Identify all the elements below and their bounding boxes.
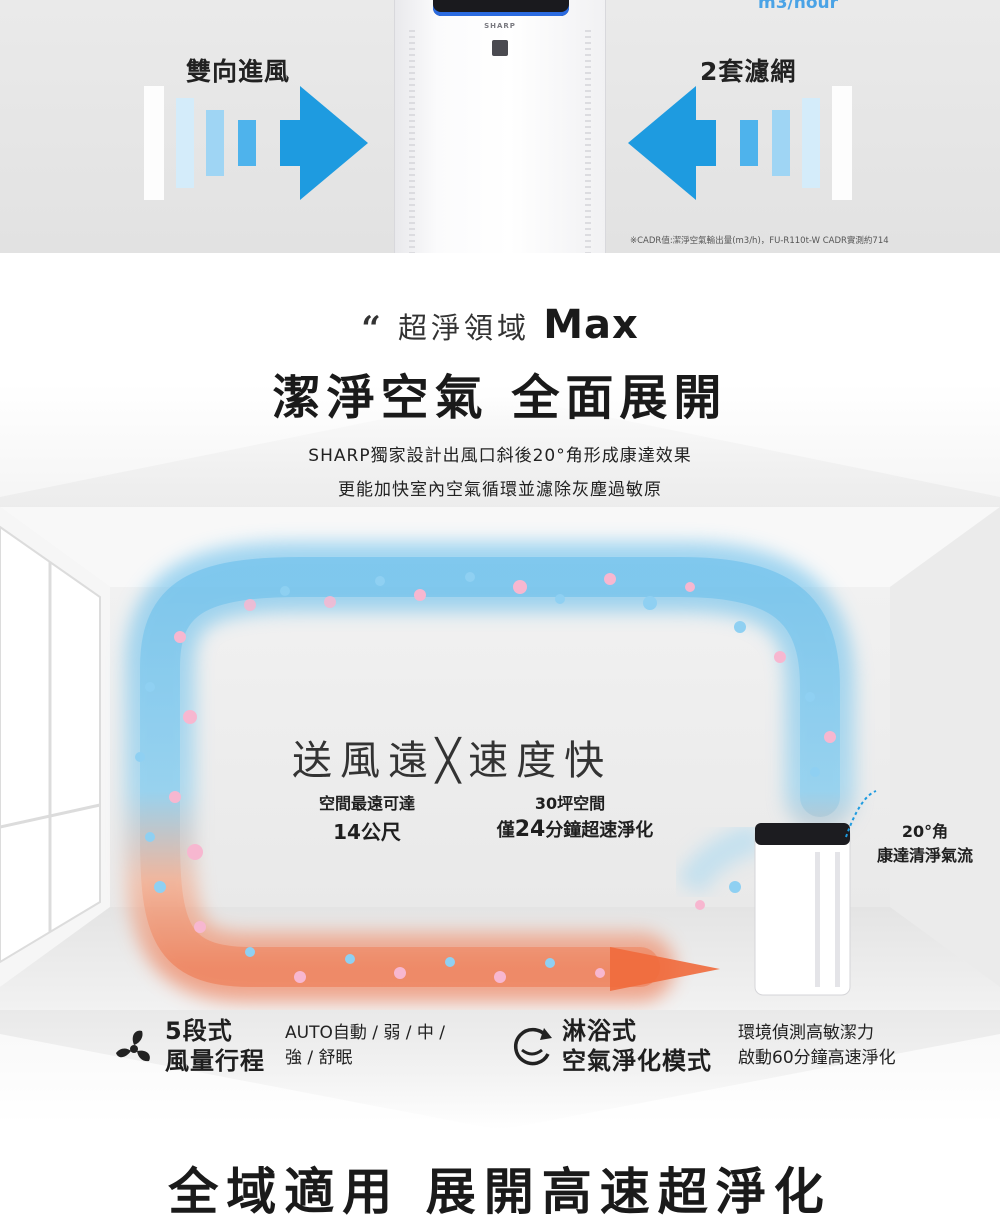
dual-intake-heading: 雙向進風 xyxy=(186,57,291,86)
room-slogan: 送風遠╳速度快 xyxy=(292,738,613,784)
bottom-headline: 全域適用 展開高速超淨化 xyxy=(168,1163,832,1221)
angle-arc-icon xyxy=(845,790,877,838)
shower-cycle-icon xyxy=(514,1027,552,1066)
max-distance-value: 14公尺 xyxy=(333,820,401,844)
shower-mode-title-line1: 淋浴式 xyxy=(562,1017,637,1045)
shower-mode-desc-line1: 環境偵測高敏潔力 xyxy=(738,1023,874,1043)
side-intake-grill xyxy=(585,30,591,253)
purify-time-number: 24 xyxy=(514,817,546,842)
purifier-brand-logo: SHARP xyxy=(484,22,516,30)
airflow-left-arrow-icon xyxy=(628,86,852,200)
purify-time-prefix: 僅 xyxy=(496,820,515,841)
cadr-footnote: ※CADR值:潔淨空氣輸出量(m3/h)，FU-R110t-W CADR實測約7… xyxy=(630,236,889,246)
headline-desc-line1: SHARP獨家設計出風口斜後20°角形成康達效果 xyxy=(308,446,692,466)
headline-desc-line2: 更能加快室內空氣循環並濾除灰塵過敏原 xyxy=(338,480,662,500)
shower-mode-desc-line2: 啟動60分鐘高速淨化 xyxy=(738,1048,896,1068)
max-distance-label: 空間最遠可達 xyxy=(318,794,415,813)
fan-speed-desc-line1: AUTO自動 / 弱 / 中 / xyxy=(285,1023,446,1043)
headline-title: 潔淨空氣 全面展開 xyxy=(272,370,728,426)
plasmacluster-badge-icon xyxy=(492,40,508,56)
shower-mode-title-line2: 空氣淨化模式 xyxy=(562,1047,712,1075)
coanda-angle-label: 20°角 康達清淨氣流 xyxy=(860,818,990,866)
allergen-particles xyxy=(135,572,836,983)
subtitle-text: 超淨領域 xyxy=(397,311,530,345)
fan-speed-title-line1: 5段式 xyxy=(165,1017,233,1045)
coanda-angle-line1: 20°角 xyxy=(901,822,949,841)
side-intake-grill xyxy=(409,30,415,253)
cadr-unit-label: m3/hour xyxy=(758,0,839,13)
room-scene xyxy=(0,507,1000,1027)
purify-time-value: 僅24分鐘超速淨化 xyxy=(470,816,680,842)
top-banner: SHARP m3/hour 雙向進風 2套濾網 ※CADR值:潔淨空氣輸出量(m… xyxy=(0,0,1000,253)
subtitle-max: Max xyxy=(543,302,639,348)
room-size-label: 30坪空間 xyxy=(534,794,606,813)
purify-time-suffix: 分鐘超速淨化 xyxy=(545,820,654,841)
dual-filter-heading: 2套濾網 xyxy=(700,57,797,86)
fan-speed-title-line2: 風量行程 xyxy=(165,1047,265,1075)
air-purifier-room-image xyxy=(754,823,851,996)
air-purifier-image: SHARP xyxy=(394,0,606,253)
headline-subtitle: “ 超淨領域 Max xyxy=(0,302,1000,349)
airflow-right-arrow-icon xyxy=(144,86,368,200)
fan-speed-desc-line2: 強 / 舒眠 xyxy=(285,1048,353,1068)
quote-mark-icon: “ xyxy=(361,309,385,349)
coanda-angle-line2: 康達清淨氣流 xyxy=(876,846,973,865)
fan-icon xyxy=(116,1030,150,1062)
room-airflow-illustration xyxy=(0,507,1000,1027)
purifier-display-panel xyxy=(433,0,569,16)
